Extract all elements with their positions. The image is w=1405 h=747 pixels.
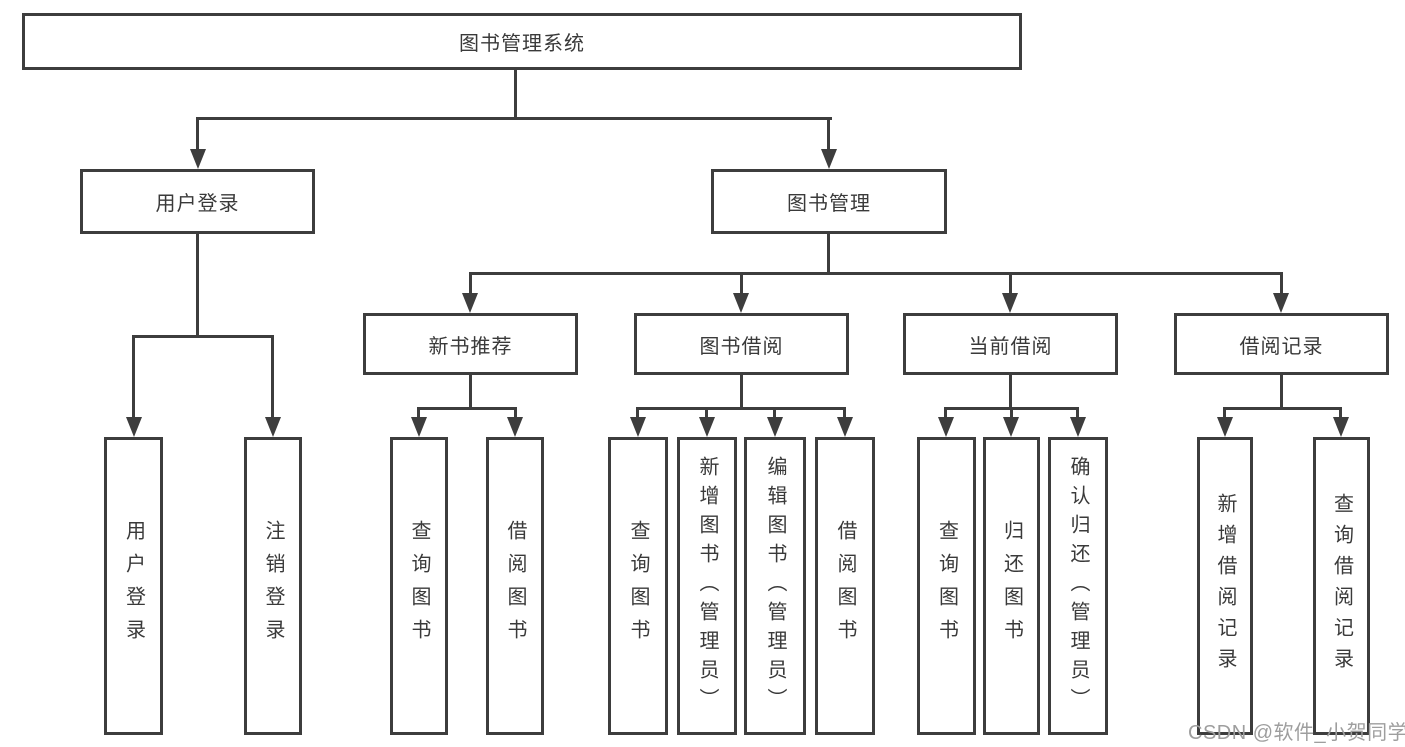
leaf-edit-books-admin-label: 编辑图书（管理员）: [764, 455, 786, 717]
leaf-borrow-books-label: 借阅图书: [834, 520, 856, 652]
node-book-borrowing-label: 图书借阅: [699, 335, 784, 358]
connector-vline: [773, 407, 776, 419]
leaf-query-borrow-record-label: 查询借阅记录: [1330, 493, 1353, 679]
leaf-query-books-borrowing: 查询图书: [608, 437, 668, 735]
connector-hline: [469, 272, 1283, 275]
connector-vline: [1280, 375, 1283, 409]
connector-hline: [132, 335, 274, 338]
connector-hline: [1223, 407, 1342, 410]
connector-vline: [740, 272, 743, 296]
connector-vline: [944, 407, 947, 419]
leaf-return-books-label: 归还图书: [1000, 520, 1023, 652]
leaf-query-books-current: 查询图书: [917, 437, 976, 735]
arrow-down-icon: [1002, 293, 1018, 313]
node-borrowing-records: 借阅记录: [1174, 313, 1389, 375]
leaf-return-books: 归还图书: [983, 437, 1040, 735]
connector-vline: [417, 407, 420, 419]
connector-hline: [196, 117, 832, 120]
leaf-query-books-current-label: 查询图书: [935, 520, 958, 652]
leaf-confirm-return-admin-label: 确认归还（管理员）: [1067, 455, 1089, 717]
connector-vline: [469, 272, 472, 296]
leaf-query-borrow-record: 查询借阅记录: [1313, 437, 1370, 735]
leaf-borrow-books: 借阅图书: [815, 437, 875, 735]
node-user-login-label: 用户登录: [155, 193, 240, 215]
leaf-confirm-return-admin: 确认归还（管理员）: [1048, 437, 1108, 735]
connector-vline: [271, 335, 274, 419]
connector-hline: [417, 407, 517, 410]
connector-vline: [514, 69, 517, 119]
leaf-add-borrow-record: 新增借阅记录: [1197, 437, 1253, 735]
leaf-add-books-admin-label: 新增图书（管理员）: [696, 455, 718, 717]
leaf-edit-books-admin: 编辑图书（管理员）: [744, 437, 806, 735]
arrow-down-icon: [837, 417, 853, 437]
arrow-down-icon: [630, 417, 646, 437]
leaf-logout-label: 注销登录: [262, 520, 284, 652]
connector-vline: [1009, 375, 1012, 409]
connector-vline: [1223, 407, 1226, 419]
csdn-watermark: CSDN @软件_小贺同学: [1188, 722, 1405, 744]
arrow-down-icon: [265, 417, 281, 437]
arrow-down-icon: [767, 417, 783, 437]
arrow-down-icon: [126, 417, 142, 437]
arrow-down-icon: [938, 417, 954, 437]
leaf-add-borrow-record-label: 新增借阅记录: [1214, 493, 1236, 679]
arrow-down-icon: [733, 293, 749, 313]
node-library-system: 图书管理系统: [22, 13, 1022, 70]
connector-hline: [636, 407, 846, 410]
arrow-down-icon: [507, 417, 523, 437]
leaf-borrow-books-recommend: 借阅图书: [486, 437, 544, 735]
connector-vline: [1076, 407, 1079, 419]
connector-vline: [196, 234, 199, 337]
connector-vline: [469, 375, 472, 409]
connector-vline: [705, 407, 708, 419]
node-new-book-recommend-label: 新书推荐: [428, 335, 513, 358]
connector-vline: [636, 407, 639, 419]
node-book-management: 图书管理: [711, 169, 947, 234]
leaf-add-books-admin: 新增图书（管理员）: [677, 437, 737, 735]
arrow-down-icon: [462, 293, 478, 313]
leaf-query-books-recommend-label: 查询图书: [408, 520, 430, 652]
arrow-down-icon: [1070, 417, 1086, 437]
connector-vline: [1010, 407, 1013, 419]
connector-vline: [1009, 272, 1012, 296]
node-library-system-label: 图书管理系统: [459, 33, 585, 55]
arrow-down-icon: [1273, 293, 1289, 313]
connector-vline: [514, 407, 517, 419]
leaf-user-login-label: 用户登录: [122, 520, 145, 652]
node-current-borrowing: 当前借阅: [903, 313, 1118, 375]
arrow-down-icon: [411, 417, 427, 437]
connector-vline: [1339, 407, 1342, 419]
node-user-login: 用户登录: [80, 169, 315, 234]
leaf-user-login: 用户登录: [104, 437, 163, 735]
arrow-down-icon: [1333, 417, 1349, 437]
node-book-borrowing: 图书借阅: [634, 313, 849, 375]
connector-vline: [1280, 272, 1283, 296]
connector-vline: [740, 375, 743, 409]
arrow-down-icon: [1217, 417, 1233, 437]
connector-vline: [827, 234, 830, 274]
node-new-book-recommend: 新书推荐: [363, 313, 578, 375]
node-current-borrowing-label: 当前借阅: [968, 335, 1053, 358]
node-book-management-label: 图书管理: [787, 193, 871, 215]
connector-vline: [132, 335, 135, 419]
arrow-down-icon: [821, 149, 837, 169]
node-borrowing-records-label: 借阅记录: [1239, 335, 1324, 358]
leaf-borrow-books-recommend-label: 借阅图书: [504, 520, 526, 652]
arrow-down-icon: [1003, 417, 1019, 437]
connector-vline: [196, 117, 199, 151]
arrow-down-icon: [699, 417, 715, 437]
leaf-logout: 注销登录: [244, 437, 302, 735]
connector-vline: [843, 407, 846, 419]
connector-vline: [827, 117, 830, 151]
arrow-down-icon: [190, 149, 206, 169]
leaf-query-books-borrowing-label: 查询图书: [627, 520, 649, 652]
leaf-query-books-recommend: 查询图书: [390, 437, 448, 735]
